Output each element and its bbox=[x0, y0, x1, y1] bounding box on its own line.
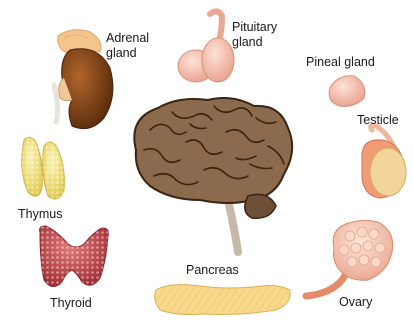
pancreas-illustration bbox=[155, 285, 291, 315]
thyroid-illustration bbox=[40, 226, 109, 287]
pituitary-gland-label-line1: Pituitary bbox=[232, 20, 277, 35]
thymus-label: Thymus bbox=[18, 207, 62, 222]
pineal-gland-label: Pineal gland bbox=[306, 55, 375, 70]
ovary-illustration bbox=[306, 220, 393, 296]
thymus-illustration bbox=[22, 137, 65, 198]
pituitary-gland-label: Pituitary gland bbox=[232, 20, 277, 50]
thyroid-label: Thyroid bbox=[50, 296, 92, 311]
adrenal-gland-label-line2: gland bbox=[106, 46, 149, 61]
adrenal-gland-label: Adrenal gland bbox=[106, 31, 149, 61]
pituitary-gland-illustration bbox=[178, 11, 234, 82]
adrenal-gland-label-line1: Adrenal bbox=[106, 31, 149, 46]
pineal-gland-illustration bbox=[329, 76, 365, 107]
brain-illustration bbox=[134, 98, 292, 252]
pituitary-gland-label-line2: gland bbox=[232, 35, 277, 50]
adrenal-gland-illustration bbox=[54, 30, 113, 129]
pancreas-label: Pancreas bbox=[186, 263, 239, 278]
testicle-illustration bbox=[362, 126, 406, 199]
testicle-label: Testicle bbox=[357, 113, 399, 128]
ovary-label: Ovary bbox=[339, 295, 372, 310]
